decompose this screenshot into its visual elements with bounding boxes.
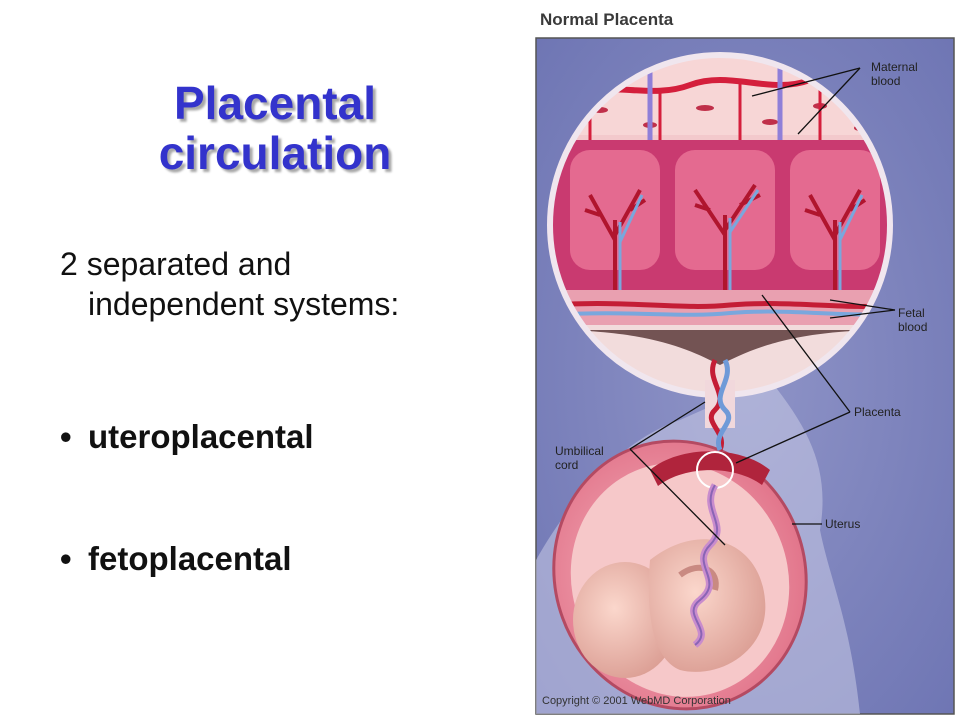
intro-text: 2 separated and independent systems: — [60, 244, 530, 324]
title-line-2: circulation — [158, 127, 392, 179]
label-placenta: Placenta — [854, 405, 901, 419]
label-line: blood — [898, 320, 928, 334]
bullet-item-fetoplacental: • fetoplacental — [60, 540, 292, 578]
bullet-item-uteroplacental: • uteroplacental — [60, 418, 314, 456]
placenta-illustration: Normal Placenta Maternal blood Fetal blo… — [530, 0, 960, 720]
bullet-marker: • — [60, 540, 72, 577]
label-maternal-blood: Maternal blood — [871, 60, 918, 88]
bullet-text: fetoplacental — [88, 540, 292, 577]
label-line: Maternal — [871, 60, 918, 74]
title-line-1: Placental — [174, 77, 376, 129]
label-line: cord — [555, 458, 579, 472]
label-umbilical-cord: Umbilical cord — [555, 444, 604, 472]
label-line: Fetal — [898, 306, 925, 320]
label-leader-lines — [629, 67, 896, 546]
label-line: blood — [871, 74, 901, 88]
intro-line-2: independent systems: — [88, 286, 400, 322]
label-line: Umbilical — [555, 444, 604, 458]
placenta-shape — [650, 451, 770, 486]
slide-title: Placental circulation — [120, 78, 430, 178]
figure-title: Normal Placenta — [540, 10, 674, 29]
intro-line-1: 2 separated and — [60, 246, 292, 282]
fetus-body — [648, 539, 766, 672]
placenta-diagram — [535, 37, 955, 715]
label-uterus: Uterus — [825, 517, 861, 531]
label-fetal-blood: Fetal blood — [898, 306, 927, 334]
bullet-marker: • — [60, 418, 72, 455]
figure-copyright: Copyright © 2001 WebMD Corporation — [542, 695, 731, 707]
bullet-text: uteroplacental — [88, 418, 314, 455]
